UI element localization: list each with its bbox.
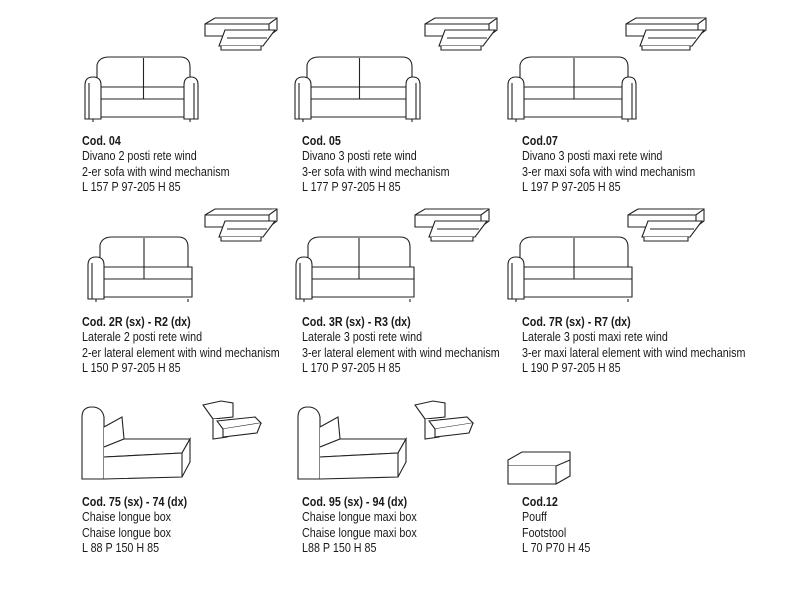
product-en: 3-er lateral element with wind mechanism xyxy=(302,345,500,360)
lateral-7r-drawing xyxy=(507,236,633,302)
product-en: 3-er sofa with wind mechanism xyxy=(302,164,450,179)
pouf-12-drawing xyxy=(507,451,571,485)
product-code: Cod.12 xyxy=(522,495,558,509)
product-en: 3-er maxi sofa with wind mechanism xyxy=(522,164,696,179)
product-en: 2-er lateral element with wind mechanism xyxy=(82,345,280,360)
product-dims: L 170 P 97-205 H 85 xyxy=(302,360,401,375)
lateral-2r-drawing xyxy=(87,236,193,302)
product-it: Laterale 3 posti rete wind xyxy=(302,330,423,345)
product-en: Chaise longue box xyxy=(82,525,172,540)
product-it: Laterale 3 posti maxi rete wind xyxy=(522,330,668,345)
product-entry: Cod. 7R (sx) - R7 (dx)Laterale 3 posti m… xyxy=(522,315,745,376)
lateral-2r-bed-icon xyxy=(204,208,278,242)
lateral-3r-drawing xyxy=(295,236,415,302)
chaise-95-drawing xyxy=(297,406,407,480)
product-code: Cod. 04 xyxy=(82,134,121,148)
product-it: Chaise longue maxi box xyxy=(302,510,417,525)
sofa-07-bed-icon xyxy=(625,17,707,51)
product-dims: L 70 P70 H 45 xyxy=(522,540,591,555)
product-code: Cod. 7R (sx) - R7 (dx) xyxy=(522,315,631,329)
product-code: Cod. 75 (sx) - 74 (dx) xyxy=(82,495,188,509)
product-entry: Cod. 95 (sx) - 94 (dx)Chaise longue maxi… xyxy=(302,495,417,556)
sofa-04-drawing xyxy=(84,56,199,122)
product-code: Cod. 2R (sx) - R2 (dx) xyxy=(82,315,191,329)
lateral-7r-bed-icon xyxy=(627,208,705,242)
chaise-95-open-icon xyxy=(414,400,475,440)
product-dims: L88 P 150 H 85 xyxy=(302,540,377,555)
product-it: Divano 3 posti rete wind xyxy=(302,149,417,164)
product-dims: L 157 P 97-205 H 85 xyxy=(82,179,181,194)
product-it: Pouff xyxy=(522,510,547,525)
lateral-3r-bed-icon xyxy=(414,208,490,242)
product-it: Divano 2 posti rete wind xyxy=(82,149,197,164)
sofa-07-drawing xyxy=(507,56,637,122)
product-dims: L 197 P 97-205 H 85 xyxy=(522,179,621,194)
product-en: Footstool xyxy=(522,525,567,540)
product-dims: L 190 P 97-205 H 85 xyxy=(522,360,621,375)
sofa-05-drawing xyxy=(294,56,421,122)
product-en: 3-er maxi lateral element with wind mech… xyxy=(522,345,746,360)
product-code: Cod. 95 (sx) - 94 (dx) xyxy=(302,495,408,509)
product-dims: L 88 P 150 H 85 xyxy=(82,540,160,555)
product-dims: L 150 P 97-205 H 85 xyxy=(82,360,181,375)
product-it: Laterale 2 posti rete wind xyxy=(82,330,203,345)
product-code: Cod.07 xyxy=(522,134,558,148)
product-en: 2-er sofa with wind mechanism xyxy=(82,164,230,179)
product-entry: Cod. 3R (sx) - R3 (dx)Laterale 3 posti r… xyxy=(302,315,500,376)
chaise-75-drawing xyxy=(81,406,191,480)
product-code: Cod. 05 xyxy=(302,134,341,148)
product-en: Chaise longue maxi box xyxy=(302,525,417,540)
chaise-75-open-icon xyxy=(202,400,263,440)
product-it: Chaise longue box xyxy=(82,510,172,525)
product-it: Divano 3 posti maxi rete wind xyxy=(522,149,663,164)
product-entry: Cod. 2R (sx) - R2 (dx)Laterale 2 posti r… xyxy=(82,315,280,376)
product-code: Cod. 3R (sx) - R3 (dx) xyxy=(302,315,411,329)
product-dims: L 177 P 97-205 H 85 xyxy=(302,179,401,194)
sofa-04-bed-icon xyxy=(204,17,278,51)
sofa-05-bed-icon xyxy=(424,17,498,51)
